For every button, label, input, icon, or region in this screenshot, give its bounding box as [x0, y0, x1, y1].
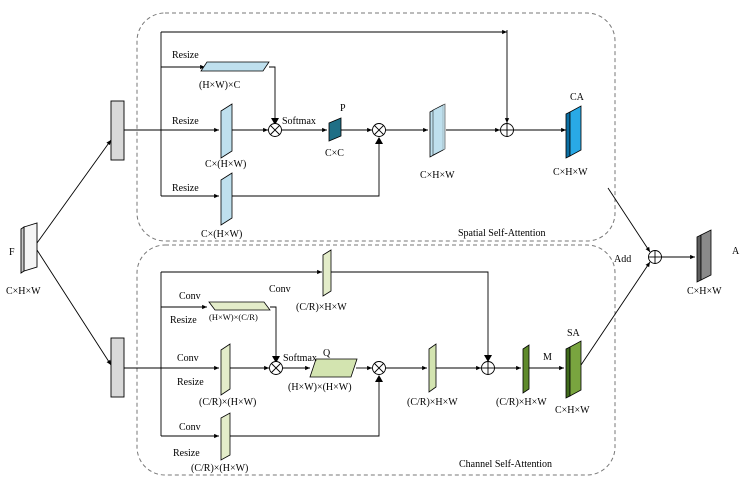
input-dim: C×H×W: [6, 286, 41, 297]
output-tensor-a: [696, 229, 712, 283]
channel-resize-1: Resize: [170, 315, 197, 326]
output-name: A: [732, 246, 740, 257]
spatial-bot-dim: C×(H×W): [201, 229, 242, 240]
channel-v-dim: (C/R)×H×W: [407, 397, 458, 408]
channel-conv-1: Conv: [179, 291, 201, 302]
spatial-resize-1: Resize: [172, 50, 199, 61]
channel-plane-dim: (H×W)×(C/R): [209, 312, 258, 322]
channel-add-op: [481, 361, 495, 375]
channel-key-tensor: [208, 301, 271, 311]
add-label: Add: [614, 254, 631, 265]
spatial-p-tensor: [328, 117, 342, 142]
ca-dim: C×H×W: [553, 167, 588, 178]
spatial-resize-2: Resize: [172, 116, 199, 127]
m-name: M: [543, 352, 552, 363]
channel-value-tensor: [220, 412, 231, 461]
channel-softmax: Softmax: [283, 353, 317, 364]
channel-conv-3: Conv: [179, 422, 201, 433]
spatial-title: Spatial Self-Attention: [458, 228, 546, 239]
spatial-top-dim: (H×W)×C: [199, 80, 241, 91]
channel-conv-2: Conv: [177, 353, 199, 364]
spatial-attention-box: [136, 12, 616, 242]
channel-multiply-op-2: [372, 361, 386, 375]
channel-conv-top: Conv: [269, 284, 291, 295]
spatial-softmax: Softmax: [282, 116, 316, 127]
input-feature-f: [20, 222, 38, 274]
channel-top-tensor: [322, 249, 332, 297]
channel-mid-dim: (C/R)×(H×W): [199, 397, 256, 408]
q-tensor: [309, 358, 358, 378]
spatial-add-op: [500, 123, 514, 137]
channel-multiply-op-1: [269, 361, 283, 375]
spatial-query-tensor: [220, 103, 233, 159]
q-name: Q: [323, 348, 331, 359]
spatial-key-tensor: [200, 61, 270, 72]
spatial-input-block: [110, 100, 125, 161]
spatial-out-dim: C×H×W: [420, 170, 455, 181]
final-add-op: [648, 250, 662, 264]
spatial-multiply-op-1: [268, 123, 282, 137]
output-dim: C×H×W: [687, 286, 722, 297]
channel-title: Channel Self-Attention: [459, 459, 552, 470]
spatial-multiply-op-2: [372, 123, 386, 137]
channel-v-tensor: [428, 343, 437, 393]
input-name: F: [9, 247, 15, 258]
channel-resize-3: Resize: [173, 448, 200, 459]
sa-name: SA: [567, 328, 581, 339]
channel-out-dim: (C/R)×H×W: [496, 397, 547, 408]
channel-resize-2: Resize: [177, 377, 204, 388]
channel-out-tensor: [522, 344, 530, 394]
spatial-resize-3: Resize: [172, 183, 199, 194]
p-name: P: [340, 103, 346, 114]
sa-tensor: [565, 340, 582, 399]
spatial-out-tensor: [429, 103, 446, 158]
p-dim: C×C: [325, 148, 344, 159]
sa-dim: C×H×W: [555, 405, 590, 416]
ca-tensor: [565, 105, 582, 159]
channel-attention-box: [136, 244, 616, 476]
channel-query-tensor: [220, 343, 231, 396]
channel-input-block: [110, 337, 125, 398]
q-dim: (H×W)×(H×W): [288, 382, 352, 393]
channel-top-dim: (C/R)×H×W: [296, 302, 347, 313]
spatial-mid-dim: C×(H×W): [205, 159, 246, 170]
ca-name: CA: [570, 92, 585, 103]
channel-bot-dim: (C/R)×(H×W): [191, 463, 248, 474]
spatial-value-tensor: [220, 172, 233, 226]
